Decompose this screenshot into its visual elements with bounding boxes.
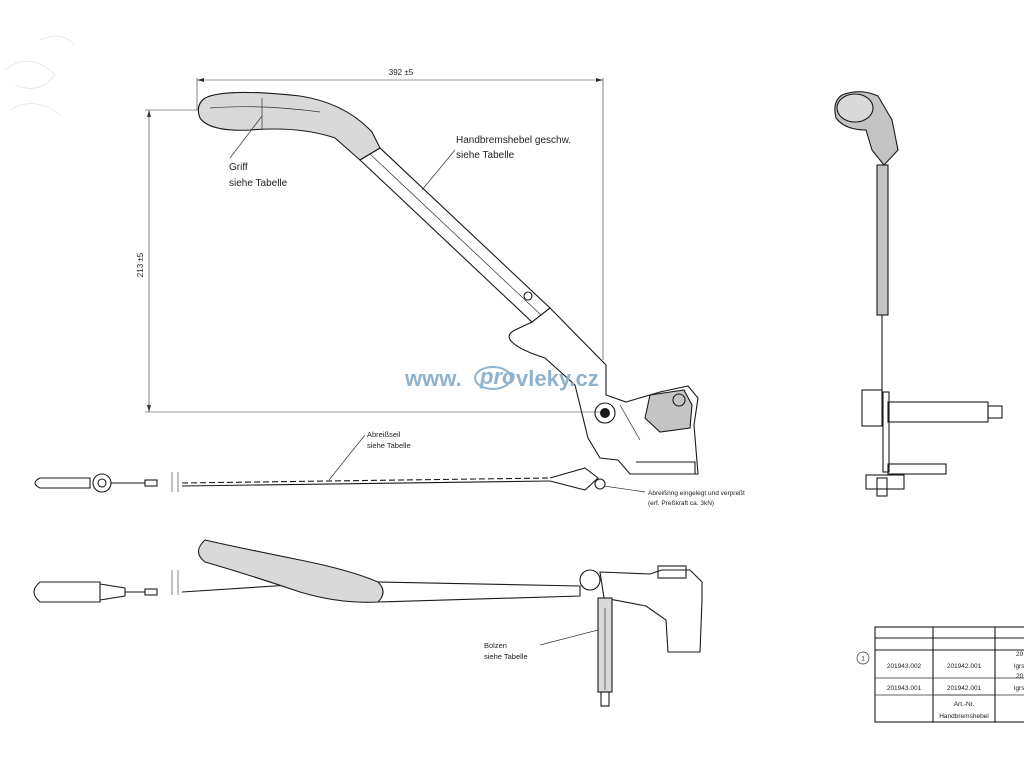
cable-strand	[181, 477, 551, 484]
watermark: www. pro vleky.cz	[404, 364, 599, 391]
row1-art-nr: 201943.002	[887, 663, 922, 670]
griff-label-2: siehe Tabelle	[229, 178, 288, 189]
faint-background-marks	[4, 35, 76, 116]
abreissring-label-1: Abreißring eingelegt und verpreßt	[648, 490, 745, 497]
abreissseil-label-1: Abreißseil	[367, 430, 401, 439]
abreissseil-label-2: siehe Tabelle	[367, 441, 411, 450]
height-dimension: 213 ±5	[136, 252, 145, 277]
griff-label-1: Griff	[229, 162, 248, 173]
watermark-domain: vleky.cz	[516, 366, 599, 391]
table-marker: 1	[861, 656, 865, 663]
parts-table: 1 201943.002 201942.001 20 lgrs 201943.0…	[856, 626, 1024, 723]
watermark-prefix: www.	[404, 366, 462, 391]
lever-tube	[359, 147, 551, 323]
header-art-nr: Art.-Nr.	[954, 701, 975, 708]
row1-extra-top: 20	[1016, 651, 1024, 658]
label-handbremshebel: Handbremshebel geschw. siehe Tabelle	[421, 135, 571, 191]
handbremshebel-label-1: Handbremshebel geschw.	[456, 135, 571, 146]
pivot-bolt	[594, 402, 616, 424]
bolzen-label-1: Bolzen	[484, 641, 507, 650]
bracket-top-view	[599, 569, 703, 653]
row2-extra-top: 20	[1016, 673, 1024, 680]
lever-side-view: 392 ±5 213 ±5	[136, 68, 699, 475]
grip	[197, 91, 381, 161]
row2-art-nr: 201943.001	[887, 685, 922, 692]
row2-extra: lgrs	[1014, 685, 1024, 692]
cable-top: Abreißseil siehe Tabelle Abreißring eing…	[34, 430, 745, 507]
bracket-plate	[508, 307, 699, 475]
width-dimension: 392 ±5	[389, 68, 414, 77]
row1-extra: lgrs	[1014, 663, 1024, 670]
bolzen-label-2: siehe Tabelle	[484, 652, 528, 661]
handbremshebel-label-2: siehe Tabelle	[456, 150, 515, 161]
row1-hebel: 201942.001	[947, 663, 982, 670]
grip-top-view	[197, 539, 384, 603]
label-griff: Griff siehe Tabelle	[229, 115, 288, 189]
lever-end-view	[834, 91, 1003, 497]
watermark-pro: pro	[479, 364, 515, 389]
abreissring-label-2: (erf. Preßkraft ca. 3kN)	[648, 500, 714, 507]
header-handbremshebel: Handbremshebel	[939, 713, 989, 720]
lever-top-view: Bolzen siehe Tabelle	[33, 539, 703, 707]
row2-hebel: 201942.001	[947, 685, 982, 692]
